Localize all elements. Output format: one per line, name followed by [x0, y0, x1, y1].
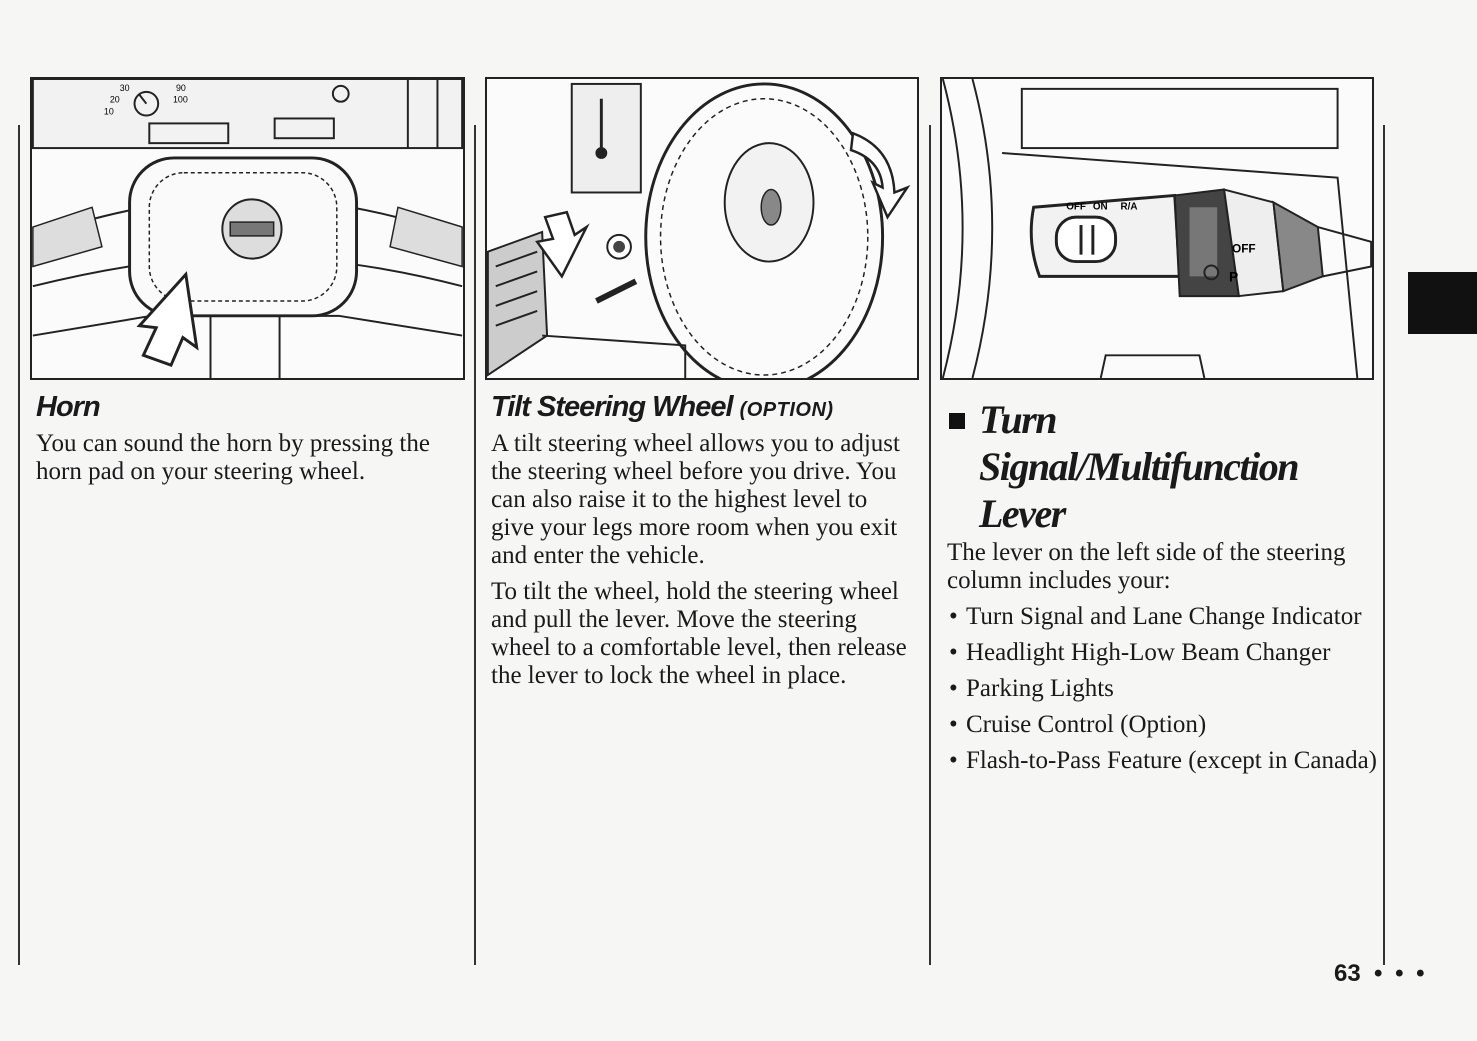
column-rule-left [18, 125, 20, 965]
horn-paragraph: You can sound the horn by pressing the h… [36, 429, 430, 485]
turn-signal-intro: The lever on the left side of the steeri… [947, 539, 1346, 594]
horn-heading: Horn [36, 391, 101, 423]
svg-text:P: P [1229, 268, 1238, 284]
lever-features-list: Turn Signal and Lane Change Indicator He… [947, 603, 1377, 775]
horn-illustration: 30 20 10 90 100 [30, 77, 465, 380]
list-item: Turn Signal and Lane Change Indicator [947, 603, 1377, 631]
turn-signal-heading-line2: Lever [979, 491, 1066, 536]
svg-text:90: 90 [176, 83, 186, 93]
column-rule-right [929, 125, 931, 965]
list-item: Cruise Control (Option) [947, 711, 1377, 739]
tilt-heading: Tilt Steering Wheel (OPTION) [491, 391, 911, 424]
tilt-paragraph-1: A tilt steering wheel allows you to adju… [491, 429, 900, 569]
tilt-wheel-illustration [485, 77, 919, 380]
svg-text:10: 10 [104, 107, 114, 117]
list-item: Parking Lights [947, 675, 1377, 703]
page-number: 63 [1334, 960, 1361, 987]
svg-text:OFF: OFF [1232, 242, 1256, 256]
svg-text:100: 100 [173, 95, 188, 105]
tilt-wheel-drawing [487, 82, 911, 378]
tilt-paragraph-2: To tilt the wheel, hold the steering whe… [491, 577, 907, 689]
column-rule-middle [474, 125, 476, 965]
gauge-label: 30 [120, 83, 130, 93]
section-marker-square [949, 413, 965, 429]
column-rule-edge [1383, 125, 1385, 965]
svg-text:20: 20 [110, 95, 120, 105]
turn-signal-illustration: OFF ON R/A OFF P [940, 77, 1374, 380]
turn-signal-heading: Turn Signal/Multifunction Lever [947, 396, 1377, 537]
list-item: Flash-to-Pass Feature (except in Canada) [947, 747, 1377, 775]
svg-text:OFF: OFF [1066, 201, 1086, 212]
horn-drawing: 30 20 10 90 100 [32, 79, 463, 378]
page-number-dots: • • • [1374, 960, 1428, 987]
turn-signal-drawing: OFF ON R/A OFF P [942, 79, 1372, 378]
svg-text:R/A: R/A [1120, 201, 1137, 212]
tilt-heading-text: Tilt Steering Wheel [491, 391, 734, 423]
tilt-heading-option: (OPTION) [739, 399, 834, 421]
tilt-section: Tilt Steering Wheel (OPTION) A tilt stee… [491, 391, 911, 698]
chapter-tab-marker [1408, 272, 1477, 334]
svg-text:ON: ON [1093, 201, 1108, 212]
list-item: Headlight High-Low Beam Changer [947, 639, 1377, 667]
horn-section: Horn You can sound the horn by pressing … [36, 391, 466, 494]
turn-signal-heading-line1: Turn Signal/Multifunction [979, 397, 1300, 489]
turn-signal-section: Turn Signal/Multifunction Lever The leve… [947, 396, 1377, 783]
